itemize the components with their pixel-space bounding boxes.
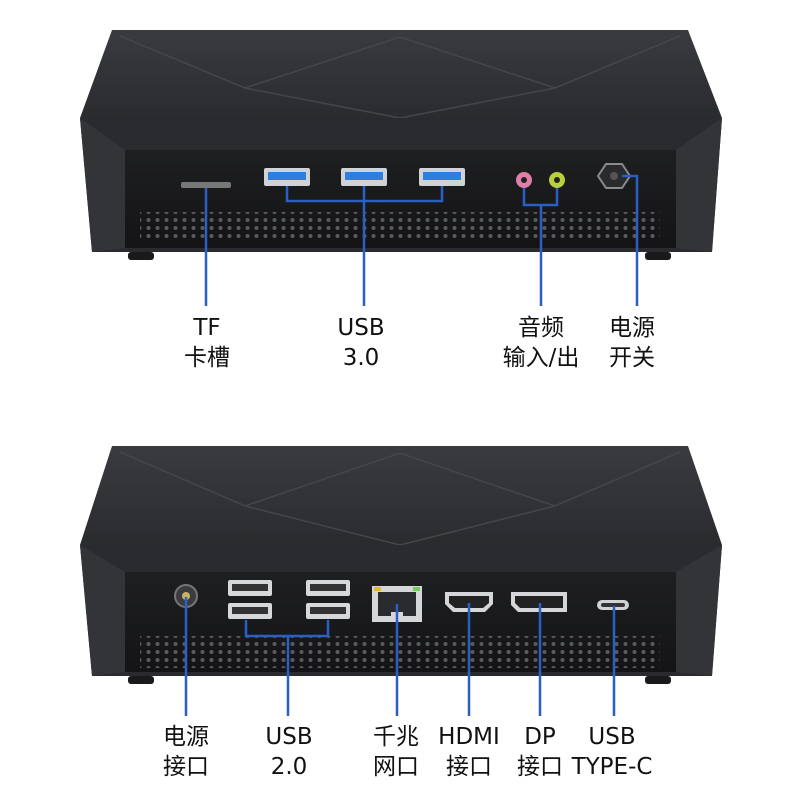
label-usb3: USB 3.0 bbox=[337, 313, 384, 373]
label-tf-card-slot: TF 卡槽 bbox=[184, 313, 230, 373]
usb2-port-3 bbox=[306, 580, 350, 596]
rear-foot-right bbox=[645, 676, 671, 684]
label-power-switch-line1: 电源 bbox=[609, 315, 655, 341]
label-hdmi-line2: 接口 bbox=[445, 754, 492, 780]
label-usb3-line2: 3.0 bbox=[342, 345, 380, 371]
left-bevel bbox=[80, 118, 125, 252]
label-usbc-line2: TYPE-C bbox=[571, 754, 653, 780]
usb-type-c-port-inner bbox=[601, 603, 625, 607]
rear-lid-diamond-lines bbox=[119, 451, 681, 507]
label-gigabit-lan: 千兆 网口 bbox=[373, 722, 419, 782]
front-foot-left bbox=[128, 252, 154, 260]
label-hdmi-line1: HDMI bbox=[438, 724, 500, 750]
label-usb2-line2: 2.0 bbox=[270, 754, 308, 780]
rear-right-bevel bbox=[676, 545, 722, 676]
audio-jack-green-hole bbox=[554, 177, 560, 183]
hdmi-port bbox=[445, 592, 493, 612]
rear-vent-grille bbox=[140, 636, 660, 668]
label-dp-line2: 接口 bbox=[517, 754, 563, 780]
label-dp-line1: DP bbox=[524, 724, 556, 750]
label-usb3-line1: USB bbox=[337, 315, 385, 341]
usb2-port-4 bbox=[306, 603, 350, 619]
lid-diamond-lines bbox=[119, 35, 681, 89]
label-lan-line2: 网口 bbox=[373, 754, 419, 780]
label-usb-type-c: USB TYPE-C bbox=[572, 722, 653, 782]
label-usbc-line1: USB bbox=[588, 724, 636, 750]
label-power-switch: 电源 开关 bbox=[609, 313, 655, 373]
rear-foot-left bbox=[128, 676, 154, 684]
label-power-port: 电源 接口 bbox=[163, 722, 209, 782]
label-power-port-line2: 接口 bbox=[163, 754, 209, 780]
label-power-switch-line2: 开关 bbox=[609, 345, 655, 371]
usb3-port-2 bbox=[341, 168, 387, 186]
right-bevel bbox=[676, 118, 722, 252]
label-audio-io: 音频 输入/出 bbox=[503, 313, 580, 373]
label-tf-line1: TF bbox=[193, 315, 221, 341]
usb2-port-1 bbox=[228, 580, 272, 596]
label-dp: DP 接口 bbox=[517, 722, 563, 782]
label-tf-line2: 卡槽 bbox=[184, 345, 230, 371]
usb3-port-3 bbox=[419, 168, 465, 186]
top-lid bbox=[80, 30, 722, 118]
power-button-center bbox=[610, 172, 618, 180]
label-hdmi: HDMI 接口 bbox=[438, 722, 500, 782]
label-lan-line1: 千兆 bbox=[373, 724, 419, 750]
bottom-callout-lines bbox=[184, 597, 616, 716]
front-foot-right bbox=[645, 252, 671, 260]
top-callout-lines bbox=[204, 174, 639, 306]
label-audio-line1: 音频 bbox=[518, 315, 564, 341]
label-usb2-line1: USB bbox=[265, 724, 313, 750]
audio-jack-pink-hole bbox=[521, 177, 527, 183]
tf-card-slot bbox=[181, 182, 231, 188]
mini-pc-rear-view bbox=[80, 446, 722, 684]
label-audio-line2: 输入/出 bbox=[502, 345, 580, 371]
rear-left-bevel bbox=[80, 545, 125, 676]
label-power-port-line1: 电源 bbox=[163, 724, 209, 750]
dc-power-jack-pin bbox=[182, 592, 190, 600]
displayport-port bbox=[511, 592, 567, 612]
usb3-port-1 bbox=[264, 168, 310, 186]
front-vent-grille bbox=[140, 212, 660, 242]
ethernet-port bbox=[372, 586, 422, 622]
usb2-port-2 bbox=[228, 603, 272, 619]
mini-pc-front-view bbox=[80, 30, 722, 260]
label-usb2: USB 2.0 bbox=[265, 722, 312, 782]
rear-top-lid bbox=[80, 446, 722, 545]
